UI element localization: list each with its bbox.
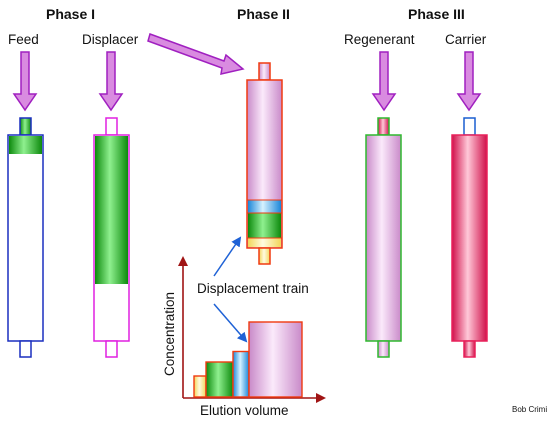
credit-label: Bob Crimi	[512, 405, 547, 414]
elution-chart	[178, 256, 326, 403]
carrier-label: Carrier	[445, 32, 487, 47]
displacer-down-arrow	[98, 51, 124, 112]
phase-3-heading: Phase III	[408, 6, 465, 22]
pointer-to-chart-arrow	[213, 303, 248, 343]
feed-down-arrow	[12, 51, 38, 112]
phase2-column	[246, 62, 283, 265]
band-green-bar	[205, 361, 234, 398]
regenerant-column	[365, 117, 402, 358]
band-yellow-bar	[193, 375, 207, 398]
regenerant-down-arrow	[371, 51, 397, 112]
band-blue-bar	[232, 350, 250, 398]
regenerant-label: Regenerant	[344, 32, 415, 47]
displacer-label: Displacer	[82, 32, 139, 47]
feed-label: Feed	[8, 32, 39, 47]
feed-column	[7, 117, 44, 358]
carrier-down-arrow	[456, 51, 482, 112]
pointer-to-column-arrow	[213, 236, 242, 277]
displacement-train-label: Displacement train	[197, 281, 309, 296]
y-axis-label: Concentration	[162, 292, 177, 376]
phase-2-heading: Phase II	[237, 6, 290, 22]
carrier-column	[451, 117, 488, 358]
displacer-to-phase2-arrow	[147, 33, 245, 75]
phase-1-heading: Phase I	[46, 6, 95, 22]
displacer-column	[93, 117, 130, 358]
displacer-bar	[248, 321, 303, 398]
x-axis-label: Elution volume	[200, 403, 289, 418]
chart-bars	[193, 321, 303, 398]
